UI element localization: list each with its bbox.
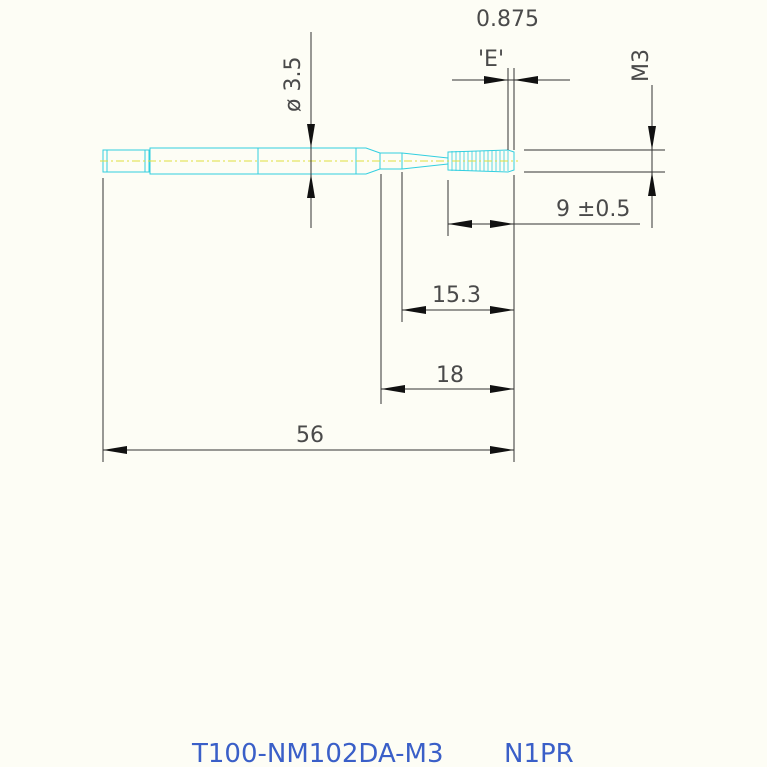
flute-taper (401, 152, 449, 170)
part-number: T100-NM102DA-M3 (191, 739, 444, 767)
chamfer-value: 0.875 (476, 7, 539, 32)
flute-length-label: 15.3 (432, 283, 481, 308)
overall-length-dimension: 56 (102, 178, 514, 462)
neck (380, 152, 403, 170)
thread-size-label: M3 (629, 49, 654, 82)
shank-diameter-dimension: ø 3.5 (281, 32, 315, 228)
product-code: N1PR (504, 739, 574, 767)
neck-taper (356, 147, 381, 175)
thread-size-dimension: M3 (524, 49, 665, 228)
chamfer-dimension: 0.875 'E' (452, 7, 570, 150)
tap-outline (100, 147, 518, 175)
neck-length-label: 18 (436, 363, 464, 388)
thread-length-label: 9 ±0.5 (556, 197, 630, 222)
square-drive-end (102, 149, 150, 173)
chamfer-label: 'E' (478, 47, 504, 72)
shank-diameter-label: ø 3.5 (281, 57, 306, 112)
thread-length-dimension: 9 ±0.5 (447, 175, 640, 462)
neck-length-dimension: 18 (380, 174, 514, 404)
flute-length-dimension: 15.3 (401, 172, 514, 322)
overall-length-label: 56 (296, 423, 324, 448)
